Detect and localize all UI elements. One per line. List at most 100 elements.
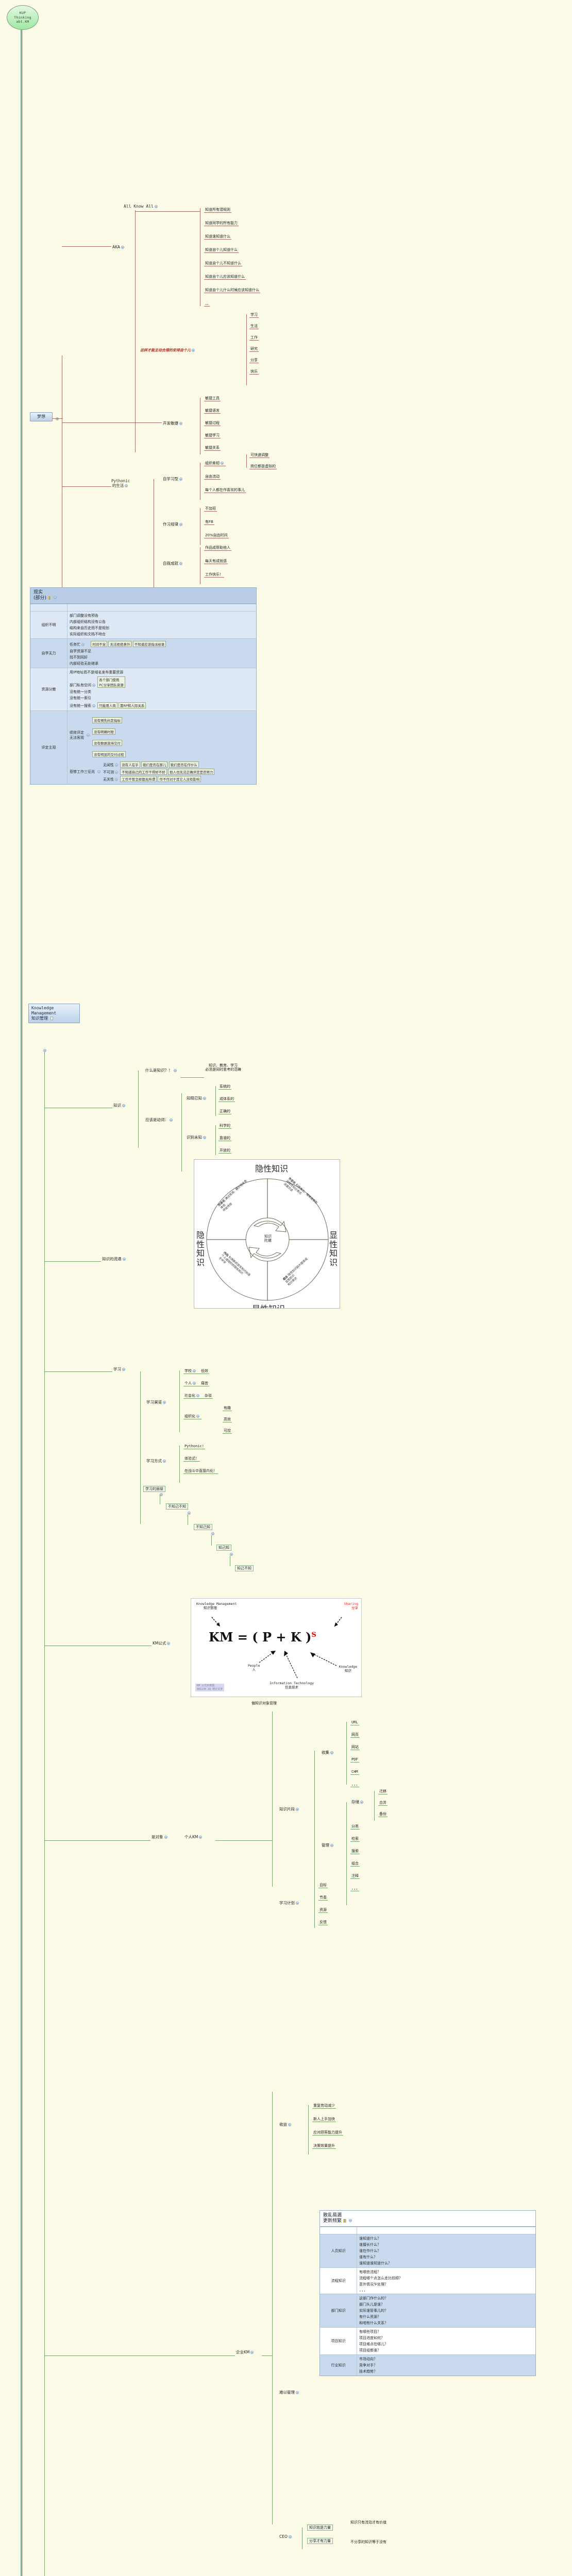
collapse-toggle-ch4[interactable] bbox=[196, 1415, 199, 1418]
aka-item[interactable]: 知道自个儿不知道什么 bbox=[204, 261, 242, 267]
topic-knowledge-management[interactable]: Knowledge Management 知识管理 bbox=[28, 1004, 80, 1023]
collapse-toggle-aka2[interactable] bbox=[154, 205, 158, 208]
collect-item[interactable]: ,,, bbox=[350, 1782, 359, 1788]
level-item[interactable]: 不知己知 bbox=[194, 1524, 212, 1531]
selflearn-item[interactable]: 组织柔韧 bbox=[204, 461, 226, 467]
hard-cell[interactable]: 部门头儿是谁？ bbox=[359, 2302, 384, 2307]
benefit-item[interactable]: 应对顾客能力提升 bbox=[312, 2130, 343, 2136]
collapse-toggle-manage[interactable] bbox=[330, 1844, 333, 1847]
collapse-toggle-km[interactable] bbox=[43, 1049, 46, 1052]
store-item[interactable]: 合并 bbox=[378, 1800, 388, 1806]
achieve-item[interactable]: 工作快乐！ bbox=[204, 572, 224, 578]
agile-item[interactable]: 敏捷工具 bbox=[204, 396, 221, 402]
way-item[interactable]: Pythonic! bbox=[183, 1444, 205, 1450]
knowledge-answer[interactable]: 知识、教育、学习 必须是同时思考的范畴 bbox=[205, 1063, 241, 1072]
node-knowledge-fragments[interactable]: 知识片段 bbox=[278, 1807, 301, 1812]
node-ceo[interactable]: CEO bbox=[278, 2534, 294, 2539]
callout-item[interactable]: 快乐 bbox=[249, 369, 259, 375]
collapse-toggle-perf[interactable] bbox=[87, 733, 90, 737]
collapse-toggle-selflearn[interactable] bbox=[179, 478, 182, 481]
reality-subitem[interactable]: 无法拒绝意外 bbox=[108, 640, 132, 647]
routine-item[interactable]: 有FB bbox=[204, 519, 214, 526]
node-learn-channels[interactable]: 学习渠道 bbox=[145, 1400, 168, 1405]
reality-cell[interactable]: 没有统一搜索 只能用人肉 靠RP和人际关系 bbox=[70, 701, 254, 709]
hard-cell[interactable]: 项目进度如何？ bbox=[359, 2335, 384, 2340]
collapse-toggle-known[interactable] bbox=[203, 1097, 206, 1100]
node-know-known[interactable]: 知晓已知 bbox=[186, 1096, 208, 1101]
reality-cell[interactable]: 结构来自历史而不是规划 bbox=[70, 625, 109, 630]
manage-item[interactable]: 检索 bbox=[350, 1836, 360, 1842]
node-should-be-verb[interactable]: 应该是动词： bbox=[144, 1117, 175, 1123]
reality-cell[interactable]: 悲惨工作三征兆 无闻性 没有人在乎 我们是否在那儿 我们是否在作什么 不可测 不… bbox=[70, 760, 254, 783]
misery-item[interactable]: 他人也无法正确评定是否努力 bbox=[167, 768, 215, 775]
manage-item[interactable]: 注释 bbox=[350, 1873, 360, 1879]
benefit-item[interactable]: 决策效果提升 bbox=[312, 2143, 336, 2149]
callout-item[interactable]: 生活 bbox=[249, 324, 259, 330]
misery-item[interactable]: 我们是否在作什么 bbox=[169, 761, 199, 768]
reality-cell[interactable]: 没有统一索引 bbox=[70, 696, 91, 700]
collect-item[interactable]: PDF bbox=[350, 1757, 359, 1763]
hard-cell[interactable]: 和咱有什么关系？ bbox=[359, 2320, 388, 2325]
level-item[interactable]: 不知己不知 bbox=[166, 1503, 188, 1510]
ceo-subitem[interactable]: 不分享的知识等于没有 bbox=[350, 2540, 386, 2544]
store-item[interactable]: 备份 bbox=[378, 1811, 388, 1818]
selflearn-item[interactable]: 自由流动 bbox=[204, 474, 221, 480]
agile-item[interactable]: 敏捷学习 bbox=[204, 433, 221, 439]
collapse-toggle-pkm[interactable] bbox=[199, 1836, 203, 1839]
node-routine[interactable]: 作习规律 bbox=[162, 522, 184, 527]
reality-subitem[interactable]: 时间不足 bbox=[91, 640, 108, 647]
hard-cell[interactable]: 项目组都谁？ bbox=[359, 2348, 381, 2352]
collapse-toggle-ch2[interactable] bbox=[193, 1382, 196, 1385]
hard-cell[interactable]: 这部门作什么的？ bbox=[359, 2296, 388, 2300]
reality-subitem[interactable]: 没有明显的交付过程 bbox=[92, 751, 126, 757]
callout-item[interactable]: 分享 bbox=[249, 358, 259, 364]
manage-item[interactable]: 搜索 bbox=[350, 1849, 360, 1855]
collapse-toggle-flow[interactable] bbox=[122, 1258, 126, 1261]
manage-item[interactable]: 组合 bbox=[350, 1861, 360, 1867]
collapse-toggle-m3[interactable] bbox=[115, 777, 118, 781]
collapse-toggle-routine[interactable] bbox=[179, 523, 182, 526]
known-item[interactable]: 正确的 bbox=[218, 1109, 231, 1115]
collapse-toggle-unknown[interactable] bbox=[203, 1136, 206, 1139]
aka-item[interactable]: 知道所有潜规则 bbox=[204, 207, 231, 213]
reality-cell[interactable]: 部门私有空间 各个部门使用 PC分享团队资源 bbox=[70, 675, 254, 689]
hard-cell[interactable]: 竞争对手？ bbox=[359, 2363, 377, 2367]
aka-item[interactable]: 知道同学的所有能力 bbox=[204, 221, 239, 227]
hard-cell[interactable]: 市场动向？ bbox=[359, 2357, 377, 2361]
misery-item[interactable]: 不知道自己的工作干得好不好 bbox=[120, 768, 167, 775]
collapse-toggle-formula[interactable] bbox=[167, 1642, 171, 1645]
collapse-toggle-benefit[interactable] bbox=[288, 2123, 291, 2126]
node-knowledge-flow[interactable]: 知识的流通 bbox=[101, 1257, 128, 1262]
node-identify-unknown[interactable]: 识别未知 bbox=[186, 1135, 208, 1140]
plan-item[interactable]: 节奏 bbox=[318, 1895, 328, 1901]
collect-item[interactable]: CHM bbox=[350, 1769, 359, 1775]
hard-cell[interactable]: 有哪些流程？ bbox=[359, 2269, 381, 2274]
collapse-toggle-nosearch[interactable] bbox=[92, 704, 95, 707]
agile-item[interactable]: 敏捷过程 bbox=[204, 420, 221, 427]
hard-cell[interactable]: 谁擅长什么？ bbox=[359, 2242, 381, 2247]
channel-item[interactable]: 社会化杂驳 bbox=[183, 1393, 213, 1399]
selflearn-item[interactable]: 每个人都在作喜欢的事儿 bbox=[204, 487, 246, 494]
flex-item[interactable]: 可快速调整 bbox=[249, 452, 270, 459]
collect-item[interactable]: URL bbox=[350, 1720, 359, 1726]
reality-subitem[interactable]: 没有明确时限 bbox=[92, 728, 115, 735]
collapse-toggle-lv3[interactable] bbox=[230, 1553, 233, 1556]
reality-subitem[interactable]: 不知道应该指派给谁 bbox=[132, 640, 166, 647]
collapse-toggle-misery[interactable] bbox=[97, 770, 100, 773]
reality-cell[interactable]: 自学资源不足 bbox=[70, 649, 91, 653]
collapse-toggle-frag[interactable] bbox=[296, 1808, 299, 1811]
reality-subitem[interactable]: 各个部门使用 PC分享团队资源 bbox=[97, 676, 125, 688]
collapse-toggle-busy[interactable] bbox=[81, 642, 85, 646]
collect-item[interactable]: 网页 bbox=[350, 1732, 360, 1738]
collapse-toggle-reality[interactable] bbox=[53, 596, 57, 600]
unknown-item[interactable]: 开放的 bbox=[218, 1148, 231, 1154]
misery-item[interactable]: 没有人在乎 bbox=[120, 761, 140, 768]
node-achieve[interactable]: 自我成就 bbox=[162, 561, 184, 566]
node-learning-plan[interactable]: 学习计划 bbox=[278, 1901, 301, 1906]
hard-cell[interactable]: 意外情况乍处理？ bbox=[359, 2282, 388, 2286]
collapse-toggle-ch1[interactable] bbox=[193, 1369, 196, 1372]
node-learn-ways[interactable]: 学习方式 bbox=[145, 1459, 168, 1464]
formula-note[interactable]: 偏知识对象管理 bbox=[251, 1701, 277, 1705]
level-item[interactable]: 知己知 bbox=[216, 1545, 231, 1551]
reality-subitem[interactable]: 只能用人肉 bbox=[97, 702, 117, 708]
